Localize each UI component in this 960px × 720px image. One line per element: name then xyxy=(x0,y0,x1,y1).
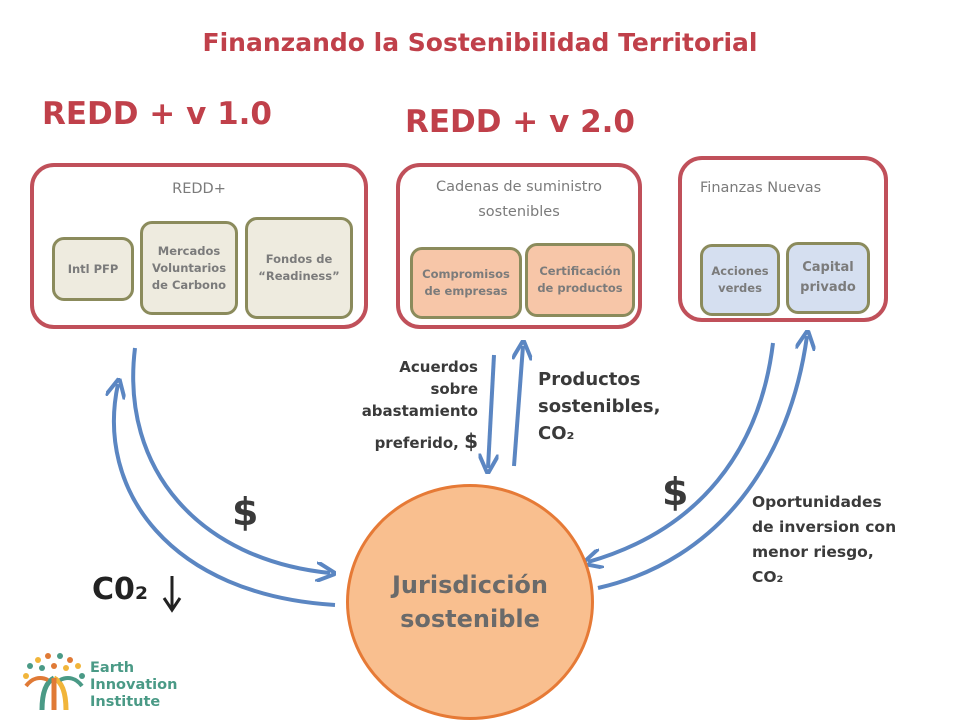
jurisdiccion-line2: sostenible xyxy=(400,605,540,633)
box-intl-pfp-label: Intl PFP xyxy=(67,261,119,276)
productos-line2: sostenibles, xyxy=(538,396,661,417)
earth-innovation-logo-icon xyxy=(22,652,86,712)
jurisdiccion-line1: Jurisdicción xyxy=(391,571,549,599)
panel-cadenas-label: Cadenas de suministro sostenibles xyxy=(436,179,602,220)
logo-line1: Earth xyxy=(90,660,135,676)
box-acciones-label: Acciones verdes xyxy=(711,264,769,295)
box-certificacion-productos: Certificación de productos xyxy=(525,243,635,317)
panel-redd-label: REDD+ xyxy=(172,181,226,197)
arrow-cadenas-to-jurisdiccion xyxy=(488,354,494,468)
logo-text: Earth Innovation Institute xyxy=(90,660,177,711)
box-certificacion-label: Certificación de productos xyxy=(537,264,623,295)
productos-label: Productos sostenibles, CO₂ xyxy=(538,366,660,447)
acuerdos-line4: preferido, $ xyxy=(362,430,478,454)
box-capital-label: Capital privado xyxy=(800,260,856,295)
box-mercados-label: Mercados Voluntarios de Carbono xyxy=(151,243,227,292)
productos-line1: Productos xyxy=(538,369,641,390)
acuerdos-dollar: $ xyxy=(464,429,478,453)
co2-left: C0₂ xyxy=(92,572,149,607)
box-intl-pfp: Intl PFP xyxy=(52,237,134,301)
arrow-redd-to-jurisdiccion xyxy=(131,347,330,573)
logo-line3: Institute xyxy=(90,694,161,710)
box-capital-privado: Capital privado xyxy=(786,242,870,314)
oportunidades-line1: Oportunidades xyxy=(752,493,882,511)
co2-down-arrow-head xyxy=(162,597,182,613)
page-title: Finanzando la Sostenibilidad Territorial xyxy=(202,28,758,57)
arrow-jurisdiccion-to-cadenas xyxy=(514,346,523,467)
acuerdos-line1: Acuerdos xyxy=(399,358,478,376)
productos-line3: CO₂ xyxy=(538,423,575,444)
oportunidades-label: Oportunidades de inversion con menor rie… xyxy=(752,490,896,590)
panel-redd: REDD+ Intl PFP Mercados Voluntarios de C… xyxy=(30,163,368,329)
version-heading-v1: REDD + v 1.0 xyxy=(42,96,272,132)
box-mercados-voluntarios: Mercados Voluntarios de Carbono xyxy=(140,221,238,315)
acuerdos-preferido: preferido, xyxy=(374,434,465,452)
dollar-right: $ xyxy=(662,470,689,514)
arrow-jurisdiccion-to-finanzas xyxy=(597,336,807,590)
box-acciones-verdes: Acciones verdes xyxy=(700,244,780,316)
panel-finanzas: Finanzas Nuevas Acciones verdes Capital … xyxy=(678,156,888,322)
dollar-left: $ xyxy=(232,490,259,534)
arrow-finanzas-to-jurisdiccion xyxy=(588,342,775,562)
acuerdos-line3: abastamiento xyxy=(361,402,478,420)
box-fondos-readiness: Fondos de “Readiness” xyxy=(245,217,353,319)
panel-cadenas: Cadenas de suministro sostenibles Compro… xyxy=(396,163,642,329)
jurisdiccion-circle: Jurisdicción sostenible xyxy=(346,484,594,720)
oportunidades-line3: menor riesgo, xyxy=(752,543,874,561)
oportunidades-line2: de inversion con xyxy=(752,518,897,536)
version-heading-v2: REDD + v 2.0 xyxy=(405,104,635,140)
box-compromisos-empresas: Compromisos de empresas xyxy=(410,247,522,319)
box-fondos-label: Fondos de “Readiness” xyxy=(258,252,340,283)
panel-finanzas-label: Finanzas Nuevas xyxy=(700,180,822,196)
arrow-jurisdiccion-to-redd xyxy=(114,384,336,607)
logo-line2: Innovation xyxy=(90,677,178,693)
box-compromisos-label: Compromisos de empresas xyxy=(422,267,510,298)
oportunidades-line4: CO₂ xyxy=(752,568,784,586)
acuerdos-label: Acuerdos sobre abastamiento preferido, $ xyxy=(362,356,478,454)
acuerdos-line2: sobre xyxy=(430,380,478,398)
